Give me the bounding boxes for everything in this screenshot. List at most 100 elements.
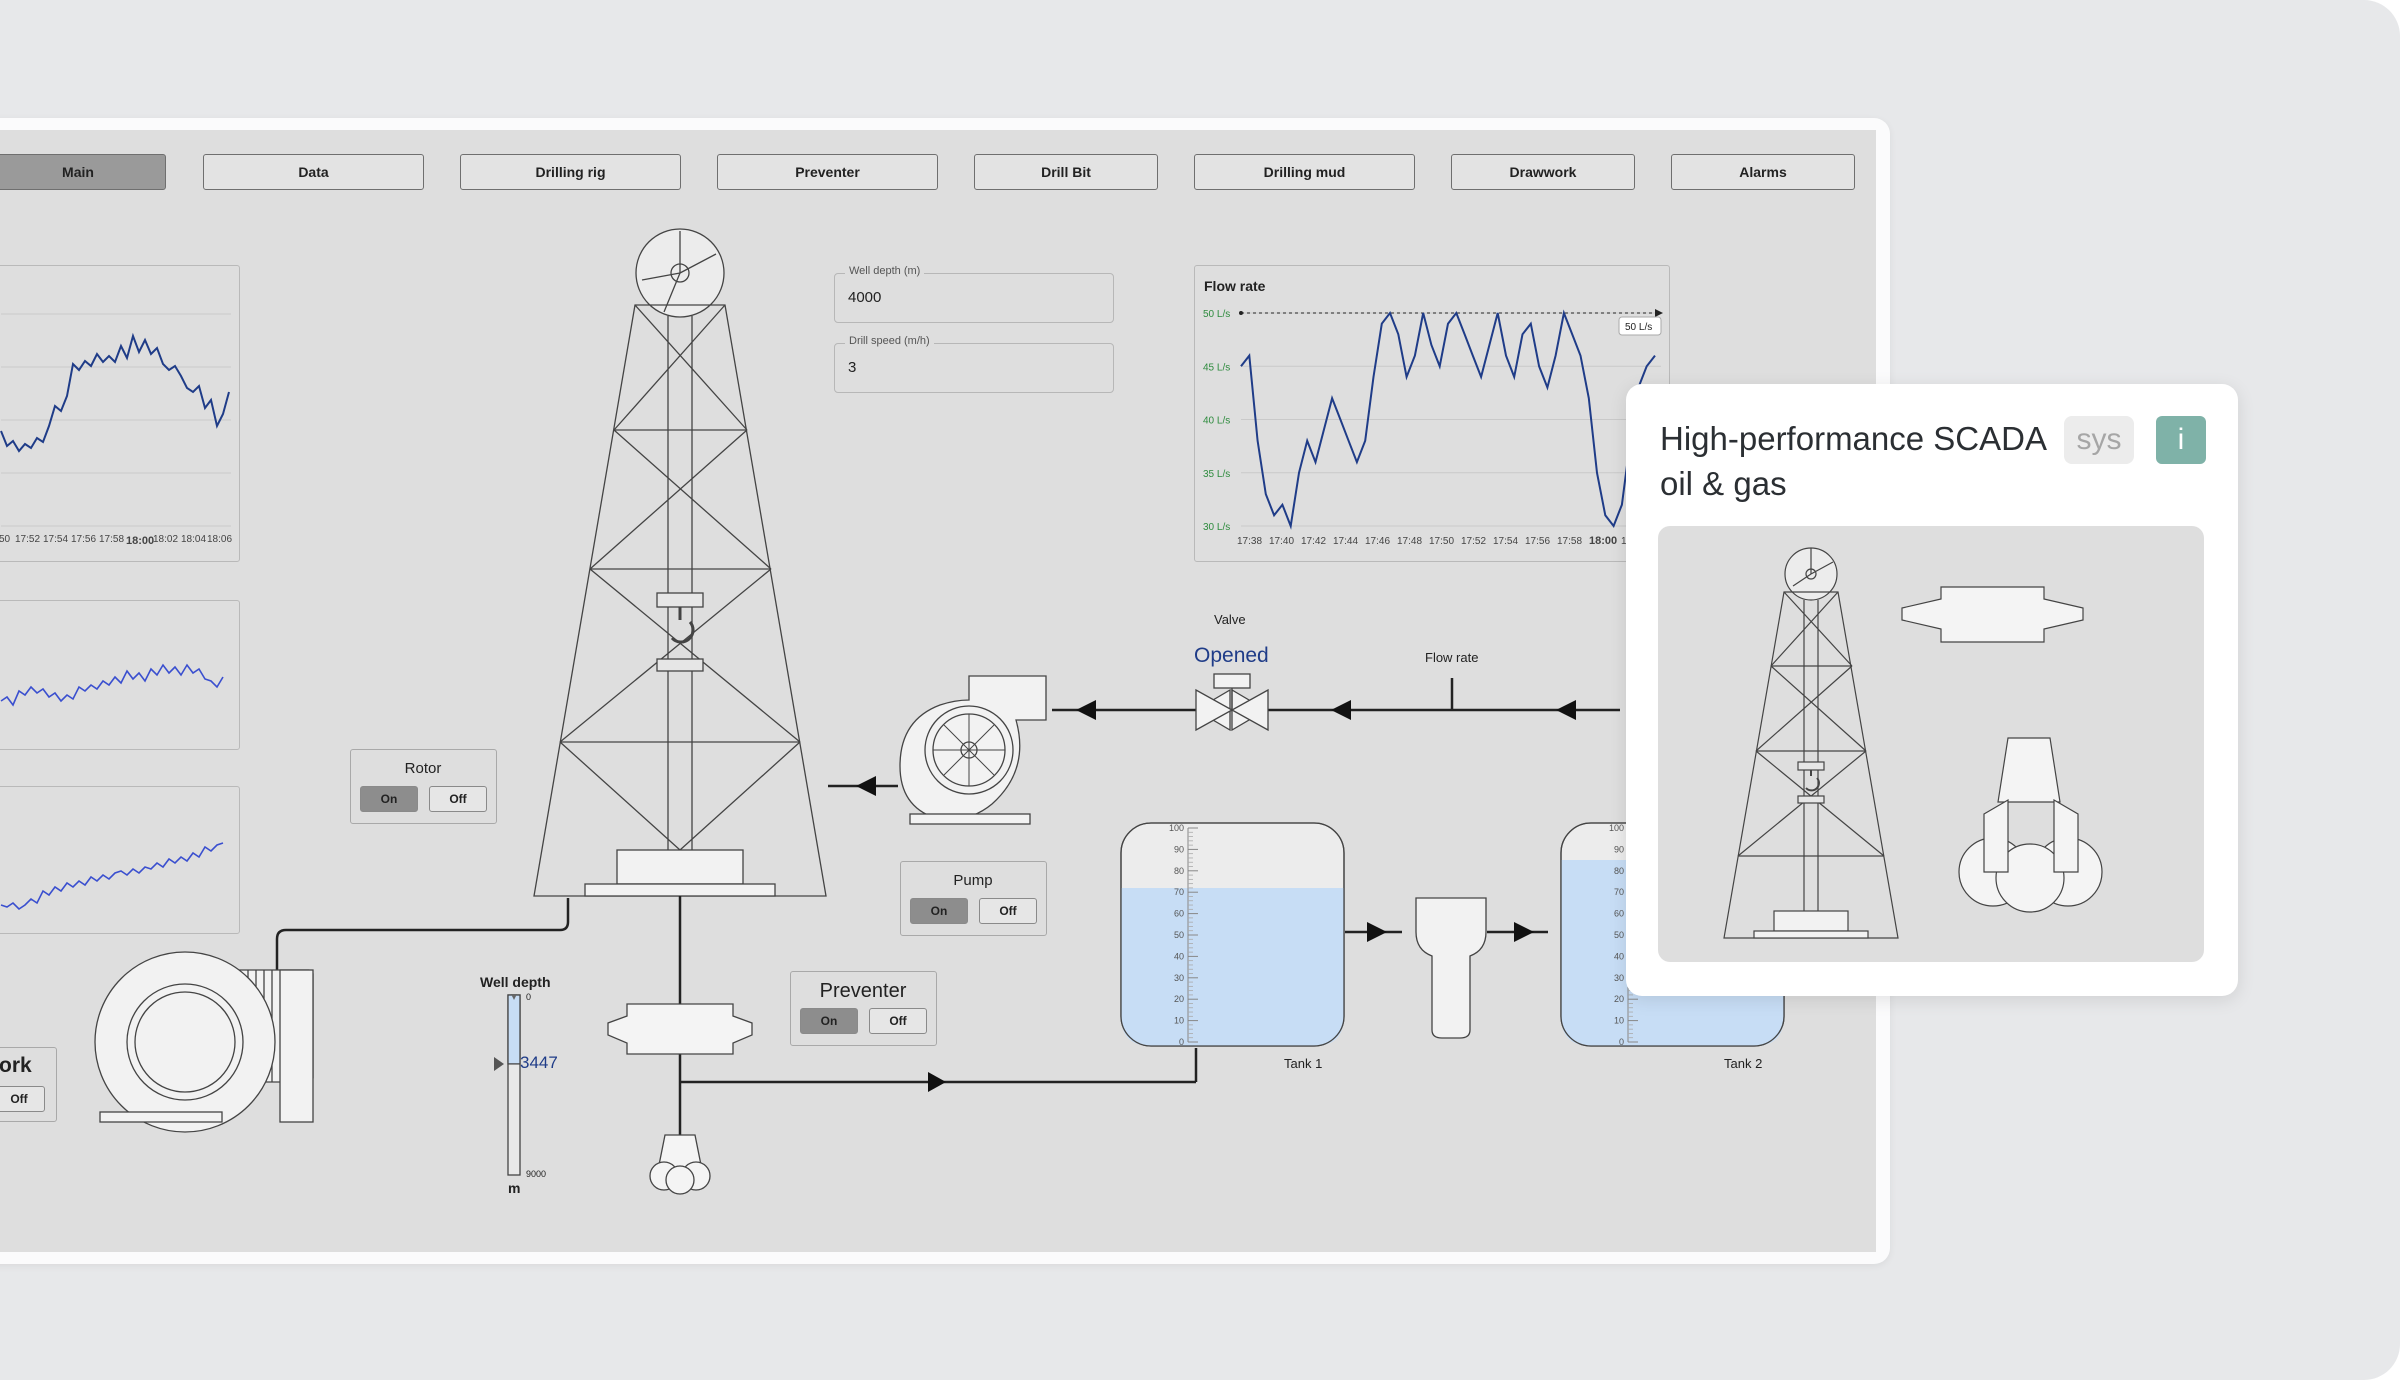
- trend-1-tick: 50: [0, 534, 11, 545]
- drill-speed-field-value: 3: [848, 359, 857, 376]
- derrick: [533, 228, 827, 897]
- flow-arrow: [1514, 922, 1534, 942]
- tank-2-scale-label: 70: [1614, 887, 1624, 897]
- well-depth-pointer: [494, 1057, 504, 1071]
- flow-rate-y-tick: 45 L/s: [1203, 362, 1230, 373]
- tank-2-scale-label: 80: [1614, 866, 1624, 876]
- drawwork-motor-icon: [94, 951, 314, 1133]
- tank-1-label: Tank 1: [1284, 1056, 1323, 1071]
- flow-rate-x-tick: 17:56: [1525, 536, 1550, 547]
- preview-derrick-icon: [1723, 547, 1899, 939]
- well-depth-gauge-min: 0: [526, 992, 532, 1002]
- preventer-on-button[interactable]: On: [800, 1008, 858, 1034]
- flow-rate-x-tick: 17:50: [1429, 536, 1454, 547]
- trend-3-svg: [0, 842, 224, 911]
- tank-2-scale-label: 0: [1619, 1037, 1624, 1047]
- nav-drilling-rig[interactable]: Drilling rig: [460, 154, 681, 190]
- flow-rate-threshold-label: 50 L/s: [1625, 322, 1652, 333]
- pump-on-button[interactable]: On: [910, 898, 968, 924]
- trend-1-tick: 17:56: [71, 534, 96, 545]
- flow-rate-y-tick: 35 L/s: [1203, 469, 1230, 480]
- card-preview: [1658, 526, 2204, 962]
- tank-1-fluid: [1121, 888, 1344, 1046]
- flow-rate-x-tick: 17:42: [1301, 536, 1326, 547]
- flow-rate-x-tick: 17:46: [1365, 536, 1390, 547]
- pump-label: Pump: [953, 872, 993, 889]
- tank-1-scale-label: 30: [1174, 973, 1184, 983]
- drill-speed-field[interactable]: Drill speed (m/h) 3: [834, 335, 1114, 393]
- flow-rate-chart-title: Flow rate: [1204, 278, 1266, 294]
- bop-icon: [607, 1003, 753, 1055]
- tank-2-scale-label: 40: [1614, 951, 1624, 961]
- drawwork-off-button[interactable]: Off: [0, 1086, 45, 1112]
- rotor-control: Rotor On Off: [350, 749, 497, 824]
- well-depth-gauge-title: Well depth: [480, 974, 551, 990]
- tank-2-scale-label: 50: [1614, 930, 1624, 940]
- tank-1-scale-label: 0: [1179, 1037, 1184, 1047]
- nav-drilling-mud[interactable]: Drilling mud: [1194, 154, 1415, 190]
- trend-panel-3: [0, 786, 240, 934]
- trend-2-line: [0, 663, 224, 707]
- tank-1-scale-label: 60: [1174, 909, 1184, 919]
- flow-rate-series-line: [1240, 309, 1656, 530]
- drill-bit-icon: [649, 1134, 711, 1195]
- trend-panel-2: [0, 600, 240, 750]
- crown-fan-icon: [635, 228, 725, 318]
- tank-2-scale-label: 100: [1609, 823, 1624, 833]
- tank-2-label: Tank 2: [1724, 1056, 1763, 1071]
- flow-rate-x-tick: 17:44: [1333, 536, 1358, 547]
- nav-drill-bit[interactable]: Drill Bit: [974, 154, 1158, 190]
- flow-rate-x-tick: 17:52: [1461, 536, 1486, 547]
- flow-arrow: [856, 776, 876, 796]
- nav-data[interactable]: Data: [203, 154, 424, 190]
- preview-bop-icon: [1901, 586, 2084, 643]
- trend-1-svg: 50 17:52 17:54 17:56 17:58 18:00 18:02 1…: [0, 313, 232, 547]
- trend-1-tick: 18:04: [181, 534, 206, 545]
- tank-2-scale-label: 90: [1614, 844, 1624, 854]
- pump-off-button[interactable]: Off: [979, 898, 1037, 924]
- tank-1-scale-label: 100: [1169, 823, 1184, 833]
- tank-1-scale-label: 90: [1174, 844, 1184, 854]
- flow-rate-threshold-dot: [1239, 311, 1243, 315]
- flow-arrow: [1331, 700, 1351, 720]
- well-depth-field[interactable]: Well depth (m) 4000: [834, 265, 1114, 323]
- rotor-on-button[interactable]: On: [360, 786, 418, 812]
- rotor-off-button[interactable]: Off: [429, 786, 487, 812]
- flow-rate-x-tick: 18:00: [1589, 535, 1617, 547]
- preventer-control: Preventer On Off: [790, 971, 937, 1046]
- preview-drill-bit-icon: [1958, 737, 2103, 913]
- tank-1-scale-label: 50: [1174, 930, 1184, 940]
- flow-rate-x-tick: 17:58: [1557, 536, 1582, 547]
- flow-rate-x-tick: 17:38: [1237, 536, 1262, 547]
- nav-drawwork[interactable]: Drawwork: [1451, 154, 1635, 190]
- traveling-block: [656, 592, 704, 608]
- template-card[interactable]: High-performance SCADA oil & gas sys i: [1626, 384, 2238, 996]
- nav-alarms[interactable]: Alarms: [1671, 154, 1855, 190]
- flow-rate-y-tick: 40 L/s: [1203, 416, 1230, 427]
- flow-rate-x-tick: 17:54: [1493, 536, 1518, 547]
- valve-icon: [1194, 673, 1269, 732]
- preventer-off-button[interactable]: Off: [869, 1008, 927, 1034]
- tank-1-scale-label: 70: [1174, 887, 1184, 897]
- well-depth-gauge: [494, 994, 521, 1176]
- preventer-label: Preventer: [819, 980, 907, 1002]
- tank-1: [1120, 822, 1345, 1047]
- rotor-label: Rotor: [404, 760, 442, 777]
- card-info-button[interactable]: i: [2156, 416, 2206, 464]
- trend-2-svg: [0, 663, 224, 707]
- well-depth-gauge-value: 3447: [520, 1053, 558, 1072]
- flow-rate-label: Flow rate: [1425, 650, 1479, 665]
- flow-arrow: [928, 1072, 946, 1092]
- nav-main[interactable]: Main: [0, 154, 166, 190]
- pump-control: Pump On Off: [900, 861, 1047, 936]
- card-sys-badge: sys: [2064, 416, 2134, 464]
- well-depth-gauge-fill: [507, 994, 521, 1065]
- nav-preventer[interactable]: Preventer: [717, 154, 938, 190]
- flow-rate-threshold-badge: [1618, 316, 1662, 336]
- flow-arrow: [1367, 922, 1387, 942]
- trend-1-tick: 18:00: [126, 535, 154, 547]
